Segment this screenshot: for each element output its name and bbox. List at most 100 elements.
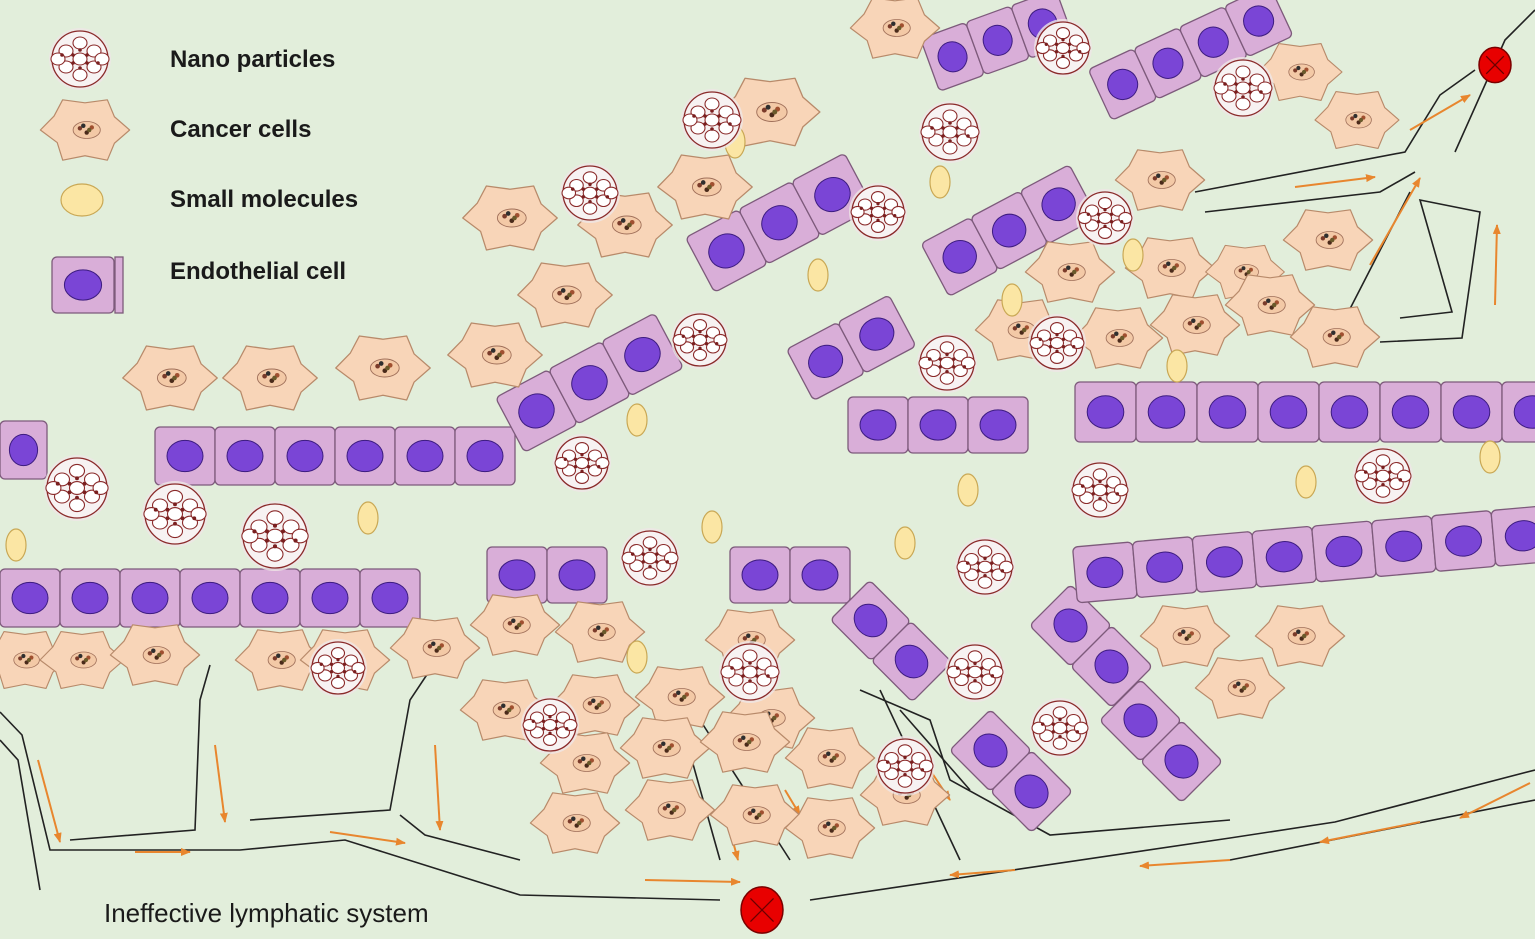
legend-label-endothelial-cell: Endothelial cell <box>170 258 347 285</box>
endothelial-cell <box>602 314 683 395</box>
cancer-cell <box>784 797 876 859</box>
cancer-cell <box>657 154 753 220</box>
endothelial-cell <box>274 426 336 486</box>
nanoparticle <box>1070 460 1130 520</box>
cancer-cell <box>784 727 876 789</box>
endothelial-cell <box>486 546 548 604</box>
endothelial-cell <box>971 192 1047 270</box>
nanoparticle <box>553 434 611 492</box>
endothelial-cell <box>1490 505 1535 567</box>
endothelial-cell <box>967 396 1029 454</box>
flow-arrow <box>784 789 801 816</box>
small-molecule <box>701 510 723 544</box>
cancer-cell <box>1072 307 1164 369</box>
cancer-cell <box>529 792 621 854</box>
nanoparticle <box>919 101 981 163</box>
endothelial-cell <box>239 568 301 628</box>
endothelial-cell <box>1191 531 1257 593</box>
cancer-cell <box>1139 605 1231 667</box>
endothelial-cell <box>394 426 456 486</box>
nanoparticle <box>945 642 1005 702</box>
endothelial-cell <box>299 568 361 628</box>
cancer-cell <box>447 322 543 388</box>
flow-arrow <box>949 869 1016 879</box>
endothelial-cell <box>1430 510 1497 572</box>
legend-icons <box>39 28 131 314</box>
cancer-cell <box>1124 237 1216 299</box>
endothelial-cell <box>729 546 791 604</box>
endothelial-cell <box>921 23 984 91</box>
nanoparticle <box>955 537 1015 597</box>
nanoparticle <box>1034 19 1092 77</box>
endothelial-cell <box>1311 520 1377 583</box>
nanoparticle <box>1212 57 1274 119</box>
cancer-cell <box>709 784 801 846</box>
endothelial-cell <box>1501 381 1535 443</box>
nanoparticle <box>44 455 110 521</box>
vessel-wall <box>0 739 41 891</box>
small-molecule <box>1122 238 1144 272</box>
flow-arrow <box>434 744 444 831</box>
endothelial-cell <box>831 581 910 660</box>
endothelial-cell <box>1318 381 1381 443</box>
endothelial-cell <box>359 568 421 628</box>
flow-arrow <box>1459 782 1531 819</box>
cancer-cell <box>624 779 716 841</box>
cancer-cell <box>1224 274 1316 336</box>
cancer-cell <box>389 617 481 679</box>
endothelial-cell <box>1071 626 1152 707</box>
flow-arrow <box>1369 177 1421 266</box>
nanoparticle <box>521 696 579 754</box>
endothelial-cell <box>334 426 396 486</box>
cancer-cell <box>719 77 821 147</box>
small-molecule <box>894 526 916 560</box>
vessel-wall <box>809 769 1535 901</box>
endothelial-cell <box>686 210 767 292</box>
cancer-cell <box>462 185 558 251</box>
small-molecule <box>1001 283 1023 317</box>
small-molecule <box>807 258 829 292</box>
endothelial-cell <box>1379 381 1442 443</box>
endothelial-cell <box>0 568 61 628</box>
legend-label-nanoparticles: Nano particles <box>170 46 336 73</box>
blocked-node-icon <box>740 886 784 934</box>
cancer-cell <box>517 262 613 328</box>
flow-arrow <box>1294 174 1376 188</box>
flow-arrow <box>1409 94 1471 131</box>
nanoparticle-icon <box>49 28 111 90</box>
endothelial-cell <box>549 342 630 424</box>
cancer-cell <box>1282 209 1374 271</box>
cancer-cell <box>1149 294 1241 356</box>
endothelial-cell <box>454 426 516 486</box>
endothelial-cell <box>1371 515 1437 577</box>
nanoparticle <box>309 639 367 697</box>
endothelial-cell <box>872 622 951 701</box>
vessel-wall <box>859 689 1231 836</box>
vessel-wall <box>899 709 971 791</box>
endothelial-cell <box>496 370 577 452</box>
legend-label-cancer-cells: Cancer cells <box>170 116 312 143</box>
vessel-wall <box>69 664 211 841</box>
cancer-cell <box>109 624 201 686</box>
small-molecule <box>5 528 27 562</box>
endothelial-cell <box>991 751 1072 832</box>
endothelial-cell <box>1225 0 1293 56</box>
small-molecule <box>1295 465 1317 499</box>
nanoparticle <box>849 183 907 241</box>
cancer-cell <box>234 629 326 691</box>
cancer-cell <box>0 631 68 689</box>
cancer-cell <box>469 594 561 656</box>
cancer-cell-icon <box>39 99 131 161</box>
nanoparticle <box>240 501 310 571</box>
vessel-wall <box>399 814 521 861</box>
endothelial-cell <box>1132 536 1198 598</box>
flow-arrow <box>1492 224 1501 306</box>
cancer-cell <box>1289 306 1381 368</box>
cancer-cell <box>222 345 318 411</box>
vessel-wall <box>1379 198 1481 343</box>
nanoparticle <box>719 641 781 703</box>
endothelial-cell-chains <box>0 0 1535 832</box>
endothelial-cell <box>1074 381 1137 443</box>
cancer-cell <box>122 345 218 411</box>
